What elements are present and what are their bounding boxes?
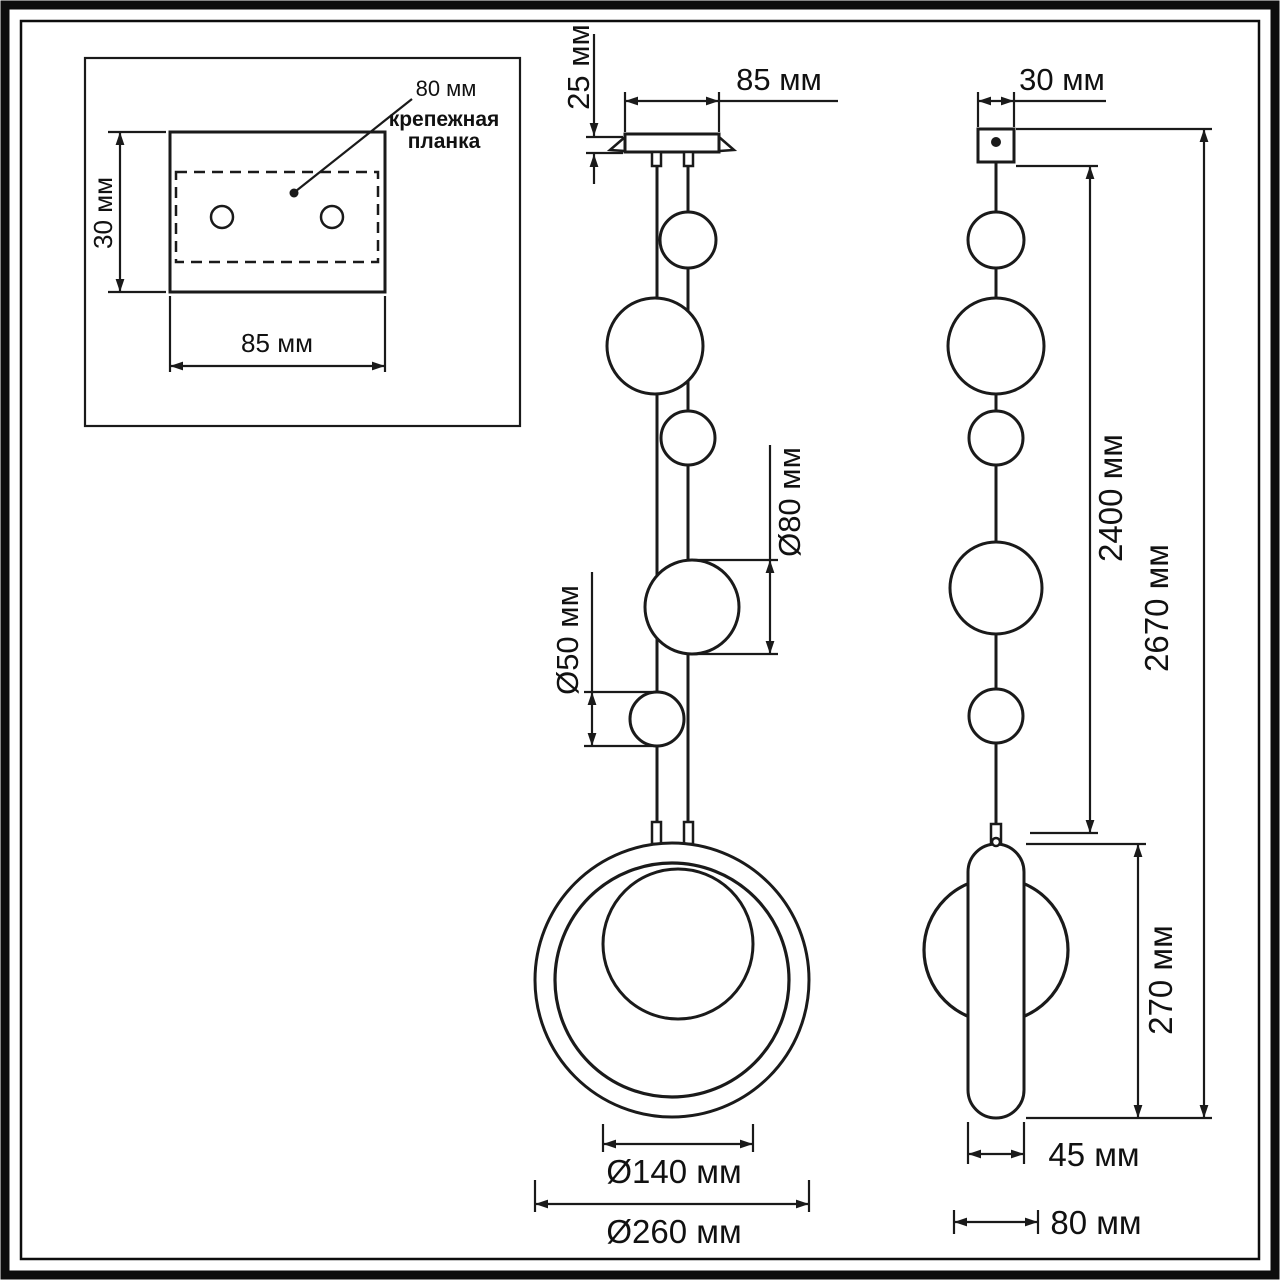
dimension-inner-diameter: Ø140 мм	[601, 1124, 755, 1190]
front-large-sphere-label: Ø80 мм	[772, 447, 807, 557]
dimension-pendant-height: 270 мм	[1026, 842, 1179, 1118]
canopy-wing-left	[606, 134, 627, 153]
sphere-bead-small-2	[659, 409, 717, 467]
ring-inner-circle	[553, 861, 791, 1099]
canopy-pin-left	[650, 150, 663, 168]
plate-dashed-outline	[174, 170, 380, 264]
screw-hole-left	[209, 204, 235, 230]
dimension-outer-diameter: Ø260 мм	[533, 1180, 811, 1250]
dimension-large-sphere: Ø80 мм	[694, 445, 807, 656]
sphere-bead-large-2	[643, 558, 741, 656]
pendant-width-label: 45 мм	[1048, 1136, 1139, 1173]
inset-plate-width-label: 80 мм	[416, 76, 477, 101]
dimension-side-canopy-width: 30 мм	[976, 62, 1106, 127]
mounting-plate-inset: 80 мм крепежная планка 30 мм 85 мм	[83, 56, 522, 428]
front-view: 25 мм 85 мм Ø80 мм Ø50 мм	[533, 24, 838, 1250]
sphere-bead-small-3	[628, 690, 686, 748]
overall-height-label: 2670 мм	[1138, 544, 1175, 672]
front-outer-diameter-label: Ø260 мм	[606, 1213, 741, 1250]
dimension-overall-height: 2670 мм	[1016, 127, 1212, 1120]
dimension-canopy-height: 25 мм	[561, 24, 623, 184]
front-small-sphere-label: Ø50 мм	[550, 585, 585, 695]
inset-note-line1: крепежная	[389, 108, 500, 131]
canopy-front	[623, 132, 721, 154]
sphere-bead-small-1	[658, 210, 718, 270]
canopy-wing-right	[717, 134, 738, 153]
pendant-depth-label: 80 мм	[1050, 1204, 1141, 1241]
sphere-bead-large-2-side	[948, 540, 1044, 636]
dimension-inset-width: 85 мм	[168, 296, 387, 372]
ring-pin-right	[682, 820, 695, 846]
canopy-pin-right	[682, 150, 695, 168]
dimension-suspension-length: 2400 мм	[1016, 164, 1129, 835]
sphere-bead-large-1-side	[946, 296, 1046, 396]
canopy-screw-dot	[991, 137, 1001, 147]
sphere-bead-large-1	[605, 296, 705, 396]
sphere-bead-small-3-side	[967, 687, 1025, 745]
capsule-attachment-dot	[990, 836, 1002, 848]
dimension-front-canopy-width: 85 мм	[623, 62, 838, 132]
plate-outline	[168, 130, 387, 294]
screw-hole-right	[319, 204, 345, 230]
front-canopy-width-label: 85 мм	[736, 62, 822, 97]
inset-panel-border	[83, 56, 522, 428]
dimension-inset-height: 30 мм	[88, 130, 166, 294]
inset-height-label: 30 мм	[88, 177, 118, 249]
inset-width-label: 85 мм	[241, 328, 313, 358]
sphere-bead-small-1-side	[966, 210, 1026, 270]
leader-line	[295, 98, 413, 192]
side-view: 30 мм 2400 мм 2670 мм 270 мм 45 мм	[922, 62, 1212, 1241]
ring-pin-left	[650, 820, 663, 846]
inner-sphere-circle	[601, 867, 755, 1021]
dimension-small-sphere: Ø50 мм	[550, 572, 652, 748]
front-canopy-height-label: 25 мм	[561, 24, 596, 110]
dimension-pendant-width: 45 мм	[966, 1122, 1140, 1173]
front-inner-diameter-label: Ø140 мм	[606, 1153, 741, 1190]
side-canopy-width-label: 30 мм	[1019, 62, 1105, 97]
sphere-bead-small-2-side	[967, 409, 1025, 467]
ring-side-capsule	[966, 842, 1026, 1120]
suspension-length-label: 2400 мм	[1092, 434, 1129, 562]
pendant-height-label: 270 мм	[1142, 925, 1179, 1035]
inner-border	[19, 19, 1261, 1261]
inset-note-line2: планка	[408, 130, 481, 153]
dimension-pendant-depth: 80 мм	[952, 1204, 1142, 1241]
